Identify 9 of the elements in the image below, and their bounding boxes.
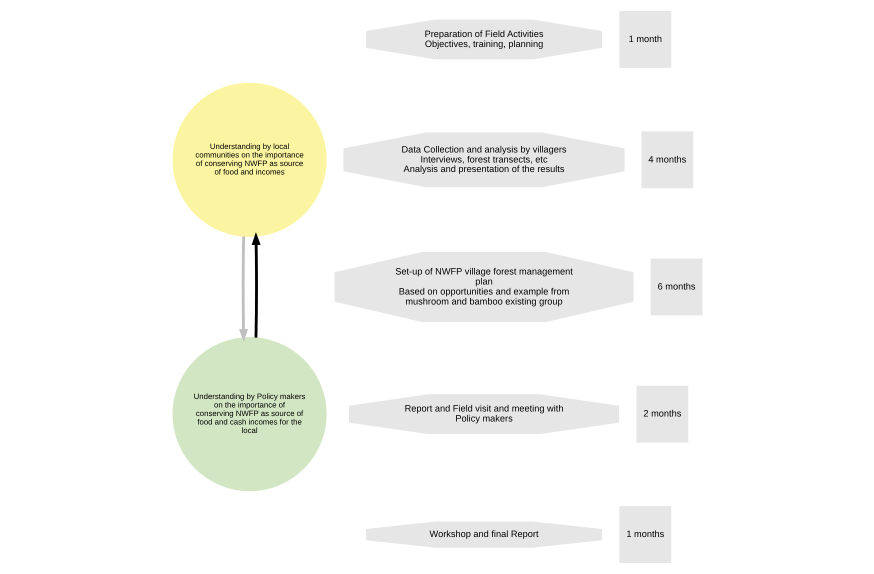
node-box: 6 months: [650, 258, 702, 316]
arrow: [251, 232, 260, 338]
node-circle: Understanding by Policy makers on the importance of conserving NWFP as source of food and cash incomes for the local: [172, 337, 326, 492]
node-box: 4 months: [640, 131, 693, 188]
arrow: [238, 236, 248, 342]
node-box: 2 months: [636, 386, 688, 443]
node-box: 1 months: [618, 506, 671, 564]
node-box: 1 month: [618, 10, 671, 68]
node-circle: Understanding by local communities on the importance of conserving NWFP as source of food and incomes: [172, 82, 326, 237]
